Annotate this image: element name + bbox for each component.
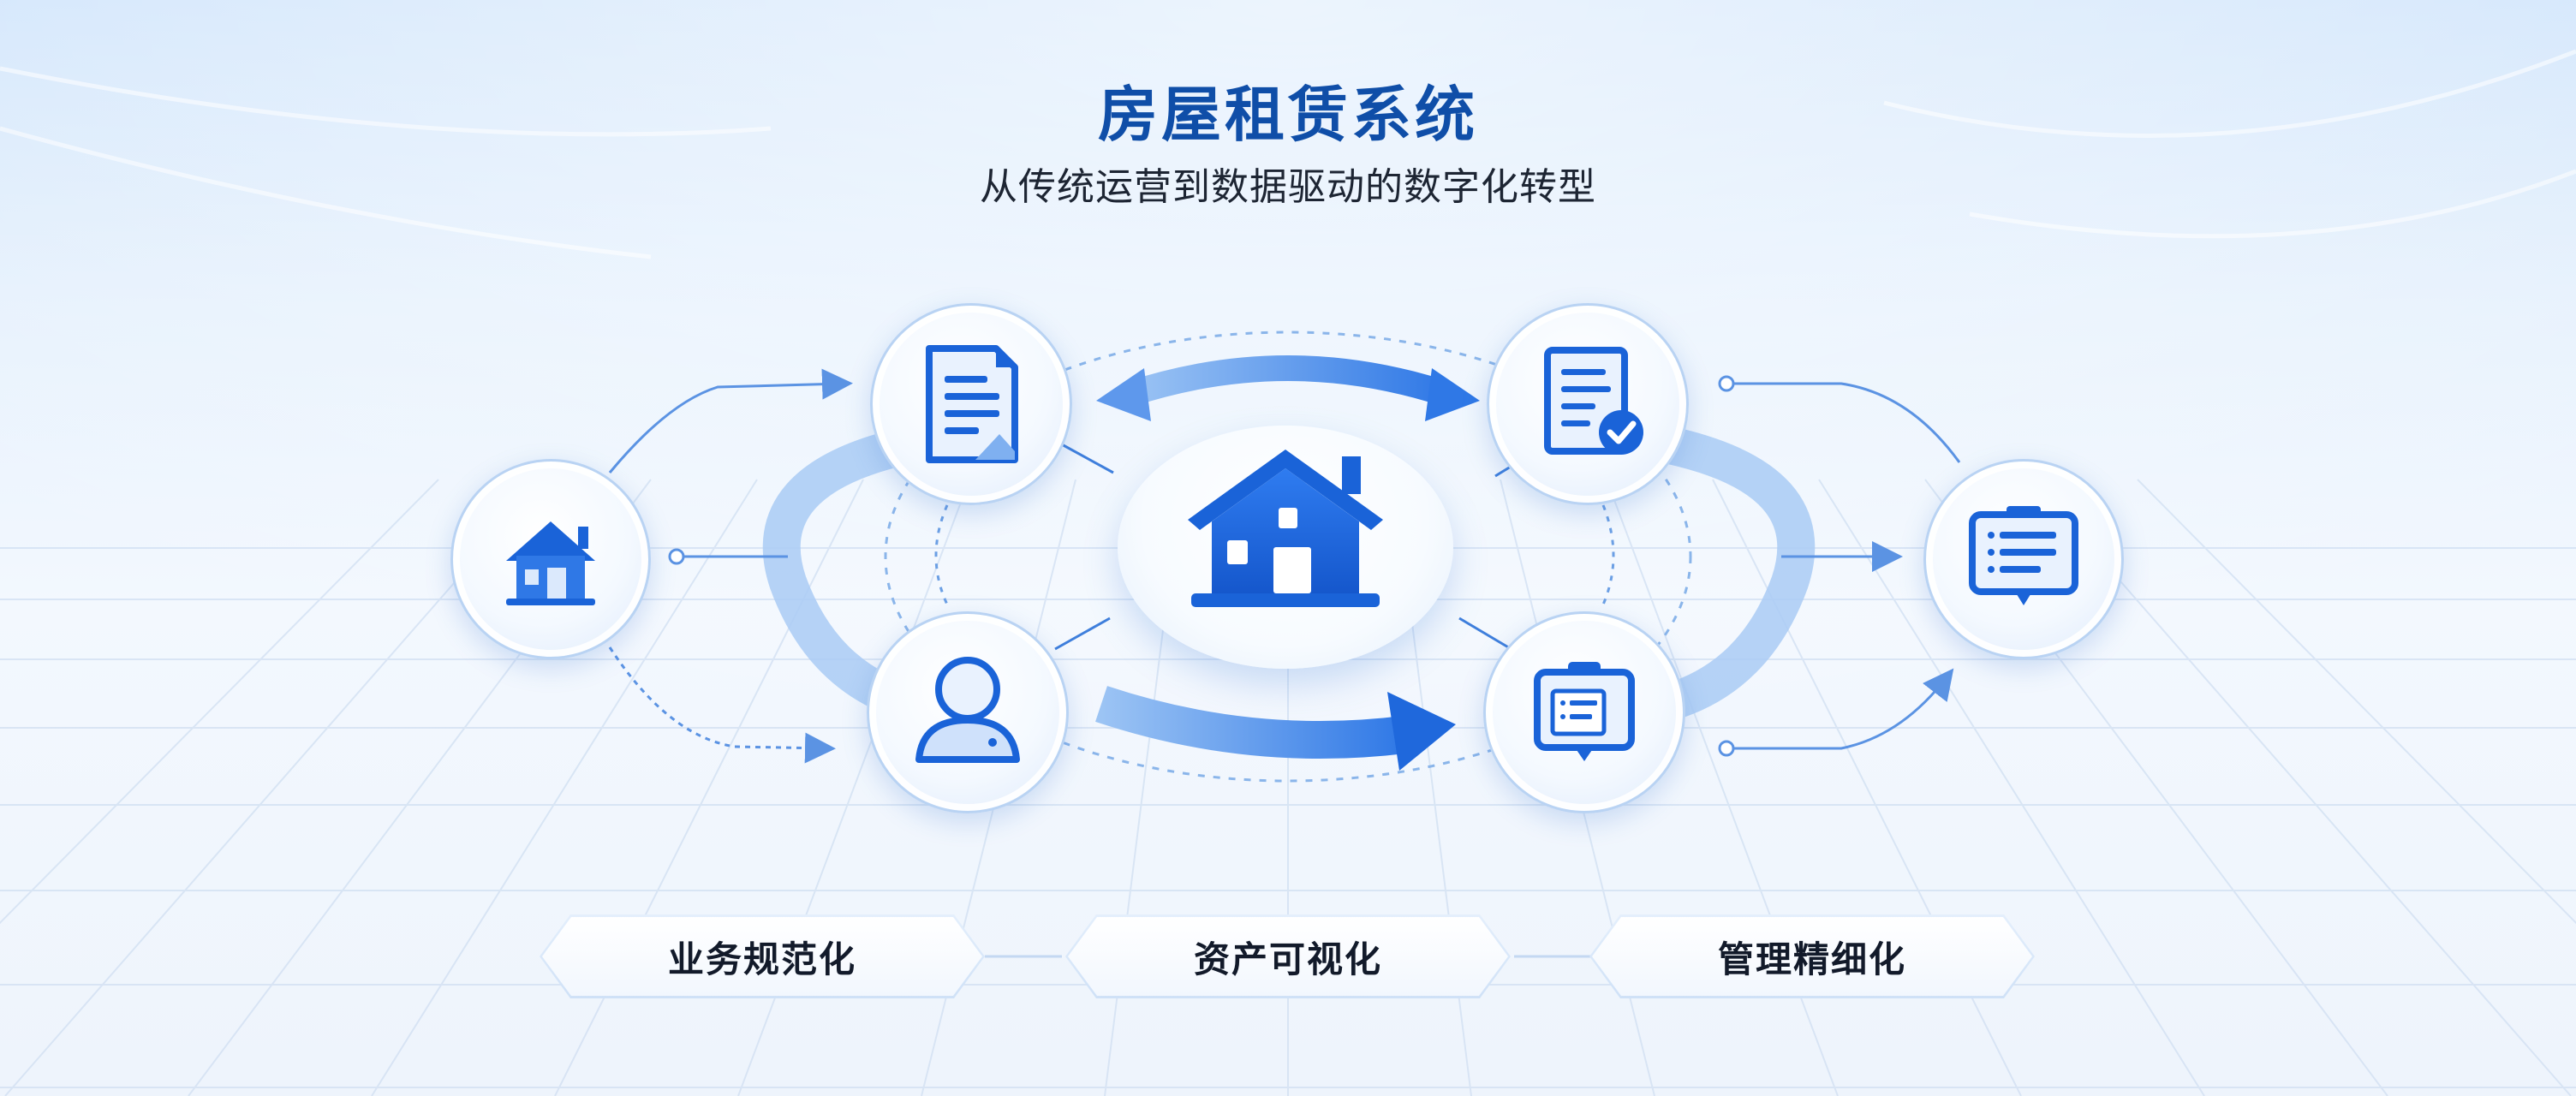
connector-clipboard-dot <box>1718 740 1735 757</box>
checklist-check-icon <box>1544 347 1643 455</box>
house-icon <box>506 521 595 605</box>
clipboard-node[interactable] <box>1483 611 1685 813</box>
pill-asset-visualization: 资产可视化 <box>1065 914 1511 998</box>
pill-management-refinement: 管理精细化 <box>1589 914 2035 998</box>
left-house-node[interactable] <box>450 459 651 659</box>
bottom-arrow-head <box>1387 692 1456 771</box>
inner-dashed-right <box>1601 504 1615 605</box>
bottom-flow-arrow <box>1095 686 1407 759</box>
connector-clipboard-message <box>1726 668 1954 750</box>
spoke-document <box>1059 442 1114 474</box>
orbit-ring <box>884 331 1692 783</box>
pill-label: 管理精细化 <box>1717 938 1906 980</box>
spoke-clipboard <box>1458 616 1515 652</box>
message-node[interactable] <box>1923 459 2124 659</box>
pill-label: 业务规范化 <box>667 938 856 980</box>
connector-checklist-message <box>1726 382 1961 463</box>
spoke-user <box>1054 616 1111 651</box>
connector-house-user <box>608 646 836 764</box>
document-icon <box>926 345 1018 463</box>
user-icon <box>915 657 1020 763</box>
top-arrow-left-head <box>1096 368 1151 421</box>
user-node[interactable] <box>867 611 1069 813</box>
document-node[interactable] <box>870 303 1072 505</box>
pill-label: 资产可视化 <box>1193 938 1382 980</box>
clipboard-icon <box>1534 662 1635 761</box>
pill-business-standardization: 业务规范化 <box>540 914 985 998</box>
center-house-node[interactable] <box>1118 426 1453 669</box>
connector-checklist-dot <box>1718 375 1735 392</box>
house-icon <box>1188 450 1383 607</box>
top-arrow-right-head <box>1425 368 1480 421</box>
left-ring-arc <box>762 426 927 721</box>
page-subtitle: 从传统运营到数据驱动的数字化转型 <box>980 165 1596 209</box>
connector-house-center-dot <box>668 548 685 565</box>
right-ring-arc <box>1651 426 1816 721</box>
page-title: 房屋租赁系统 <box>1098 80 1478 150</box>
top-bidirectional-arrow <box>1126 355 1450 407</box>
message-list-icon <box>1969 506 2078 605</box>
inner-dashed-left <box>934 504 949 605</box>
connector-house-document <box>608 368 853 474</box>
checklist-node[interactable] <box>1487 303 1689 505</box>
